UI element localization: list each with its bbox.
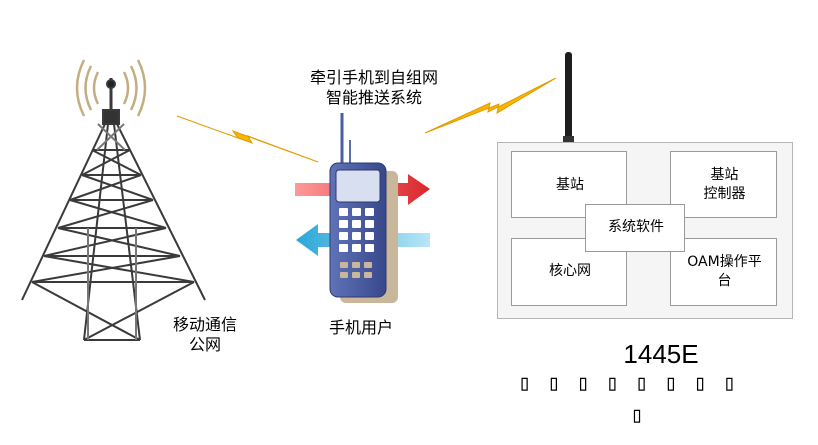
tower-label-line1: 移动通信	[172, 315, 237, 334]
box-system-software-label: 系统软件	[608, 219, 664, 235]
box-basestation-label: 基站	[556, 177, 584, 193]
tower-label-line2: 公网	[188, 335, 221, 354]
mobile-phone-icon	[329, 113, 398, 303]
device-antenna-icon	[563, 52, 574, 144]
cell-tower-icon	[21, 78, 206, 341]
placeholder-glyph-row: ▯▯▯▯▯▯▯▯	[518, 371, 752, 396]
lightning-bolt-left-icon	[176, 115, 319, 163]
box-oam: OAM操作平 台	[670, 238, 777, 306]
phone-user-label: 手机用户	[328, 318, 393, 337]
signal-waves-icon	[75, 59, 147, 117]
box-core-network: 核心网	[511, 238, 627, 306]
box-controller-label-line2: 控制器	[703, 186, 746, 202]
placeholder-glyph-row-2: ▯	[630, 403, 644, 428]
lightning-bolt-right-icon	[424, 77, 557, 134]
system-title-line1: 牵引手机到自组网	[309, 68, 438, 87]
model-name: 1445E	[623, 339, 699, 369]
system-title-line2: 智能推送系统	[325, 88, 422, 107]
box-controller-label-line1: 基站	[710, 167, 739, 183]
box-system-software: 系统软件	[585, 204, 685, 252]
box-core-network-label: 核心网	[549, 263, 591, 279]
box-controller: 基站 控制器	[670, 151, 777, 218]
box-oam-label-line2: 台	[717, 273, 732, 289]
box-oam-label-line1: OAM操作平	[687, 254, 762, 270]
